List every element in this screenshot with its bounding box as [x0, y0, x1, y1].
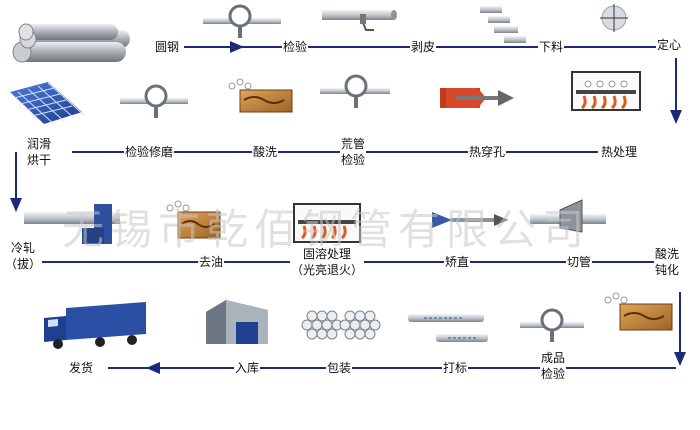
- step-cold-rolling-line2: （拔）: [5, 257, 42, 271]
- step-marking: 打标: [442, 361, 469, 375]
- step-heat-treatment: 热处理: [600, 145, 639, 159]
- centering-crosshair-icon: [600, 4, 628, 32]
- step-solution-annealing: 固溶处理 （光亮退火）: [290, 246, 365, 278]
- step-packaging: 包装: [326, 361, 353, 375]
- step-inspection: 检验: [282, 40, 309, 54]
- step-hollow-inspection: 荒管 检验: [340, 136, 367, 168]
- step-cold-rolling-line1: 冷轧: [11, 241, 36, 255]
- round-steel-bars-icon: [12, 23, 130, 63]
- step-hollow-inspection-line1: 荒管: [341, 137, 366, 151]
- step-pipe-cutting: 切管: [566, 255, 593, 269]
- annealing-furnace-icon: [293, 203, 361, 243]
- step-final-inspection-line2: 检验: [541, 367, 566, 381]
- step-final-inspection-line1: 成品: [541, 351, 566, 365]
- step-solution-annealing-line2: （光亮退火）: [291, 263, 364, 277]
- company-watermark: 无锡市乾佰钢管有限公司: [62, 205, 591, 254]
- degreasing-tank-icon: [166, 200, 221, 239]
- magnifier-inspection-icon: [120, 84, 188, 118]
- step-degreasing: 去油: [198, 255, 225, 269]
- straightening-icon: [432, 212, 508, 228]
- lubrication-mesh-icon: [10, 82, 85, 125]
- step-solution-annealing-line1: 固溶处理: [303, 247, 352, 261]
- step-hollow-inspection-line2: 检验: [341, 153, 366, 167]
- heat-treatment-furnace-icon: [571, 71, 641, 111]
- step-centering: 定心: [656, 38, 683, 52]
- cut-bar-pieces-icon: [480, 6, 526, 43]
- arrow-down-icon: [10, 198, 22, 212]
- step-warehousing: 入库: [234, 361, 261, 375]
- delivery-truck-icon: [44, 302, 146, 349]
- magnifier-inspection-icon: [520, 308, 584, 342]
- step-cutting: 下料: [538, 40, 565, 54]
- passivation-tank-icon: [604, 292, 673, 331]
- pipe-cutting-icon: [530, 199, 606, 233]
- arrow-right-icon: [230, 41, 244, 53]
- step-lubrication-drying-line2: 烘干: [27, 153, 52, 167]
- hot-piercing-icon: [440, 88, 514, 108]
- magnifier-inspection-icon: [320, 74, 390, 108]
- step-cold-rolling: 冷轧 （拔）: [4, 240, 43, 272]
- step-pickling-passivation-line1: 酸洗: [655, 247, 680, 261]
- step-round-steel: 圆钢: [154, 40, 181, 54]
- step-delivery: 发货: [68, 361, 95, 375]
- pickling-tank-icon: [228, 78, 293, 113]
- step-pickling-passivation: 酸洗 钝化: [654, 246, 681, 278]
- packaging-bundle-icon: [301, 310, 381, 340]
- arrow-down-icon: [674, 352, 686, 366]
- arrow-left-icon: [146, 362, 160, 374]
- arrow-down-icon: [670, 110, 682, 124]
- peeling-pipe-icon: [322, 10, 397, 31]
- step-peeling: 剥皮: [410, 40, 437, 54]
- marking-pipes-icon: [408, 314, 488, 342]
- magnifier-inspection-icon: [203, 4, 281, 38]
- step-pickling: 酸洗: [252, 145, 279, 159]
- step-pickling-passivation-line2: 钝化: [655, 263, 680, 277]
- step-inspection-grinding: 检验修磨: [124, 145, 175, 159]
- step-final-inspection: 成品 检验: [540, 350, 567, 382]
- cold-rolling-mill-icon: [24, 204, 120, 244]
- flow-arrowheads: [10, 41, 686, 374]
- step-lubrication-drying-line1: 润滑: [27, 137, 52, 151]
- step-hot-piercing: 热穿孔: [468, 145, 507, 159]
- step-straightening: 矫直: [444, 255, 471, 269]
- warehouse-icon: [206, 300, 268, 344]
- step-lubrication-drying: 润滑 烘干: [26, 136, 53, 168]
